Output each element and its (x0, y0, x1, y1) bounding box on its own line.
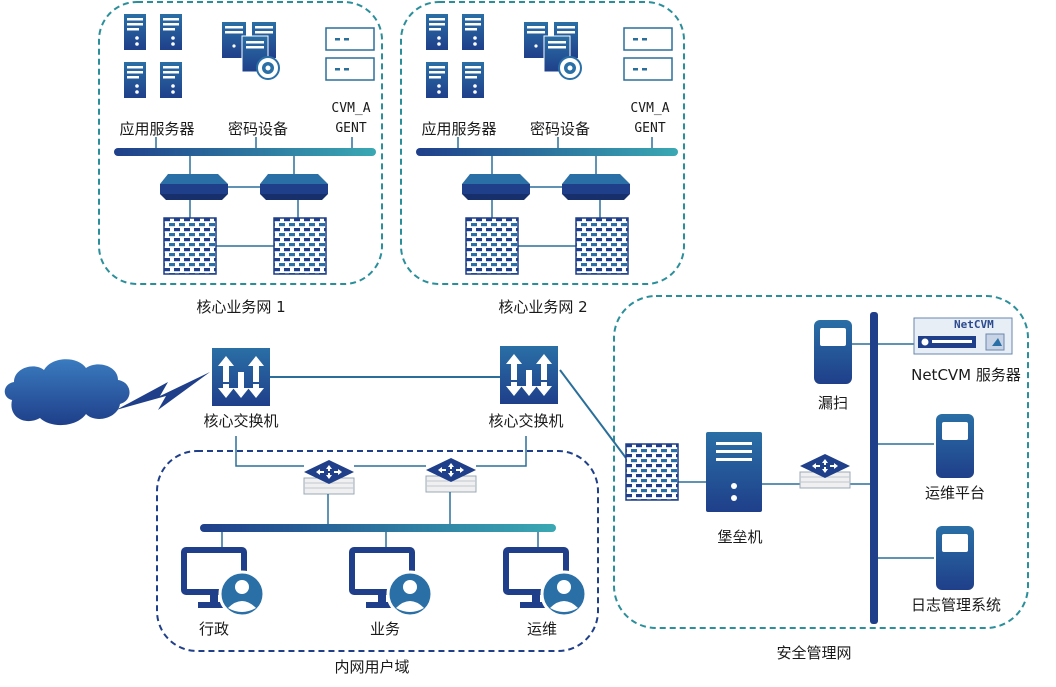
bastion-host-label: 堡垒机 (717, 528, 763, 546)
netcvm-server-label: NetCVM 服务器 (911, 366, 1021, 384)
core1-router-b[interactable] (260, 174, 328, 200)
core1-crypto-device[interactable] (221, 21, 280, 80)
core2-cvm-agent[interactable] (623, 27, 673, 81)
core1-bus (114, 148, 376, 156)
right-switch-to-firewall-link (559, 369, 627, 459)
left-switch-to-router-link (235, 436, 304, 467)
core2-crypto-label: 密码设备 (529, 120, 591, 138)
ops-user-label: 运维 (526, 620, 558, 638)
core1-cvm-agent[interactable] (325, 27, 375, 81)
zone-core2-label: 核心业务网 2 (498, 298, 588, 316)
admin-pc-icon[interactable] (184, 550, 264, 616)
core1-app-servers[interactable] (124, 14, 182, 98)
zone-core1-label: 核心业务网 1 (196, 298, 286, 316)
core2-crypto-device[interactable] (523, 21, 582, 80)
core1-firewall-a[interactable] (163, 217, 217, 275)
core2-app-servers[interactable] (426, 14, 484, 98)
intranet-bus (200, 524, 556, 532)
core1-router-a[interactable] (160, 174, 228, 200)
core1-agent-label-1: CVM_A (331, 101, 371, 116)
core1-app-servers-label: 应用服务器 (119, 120, 195, 138)
core-switch-left-label: 核心交换机 (203, 412, 279, 430)
vuln-scanner-label: 漏扫 (817, 394, 849, 412)
log-system-icon[interactable] (936, 526, 974, 590)
core2-firewall-b[interactable] (575, 217, 629, 275)
core-switch-left[interactable] (212, 348, 270, 406)
core2-agent-label-2: GENT (634, 121, 666, 136)
security-firewall[interactable] (625, 443, 679, 501)
business-user-label: 业务 (369, 620, 401, 638)
zone-security-label: 安全管理网 (776, 644, 852, 662)
lightning-link-icon (116, 372, 210, 410)
right-switch-to-router-link (476, 436, 527, 467)
zone-core1-border (98, 1, 383, 285)
core2-router-a[interactable] (462, 174, 530, 200)
core2-bus (416, 148, 678, 156)
intranet-router-left[interactable] (303, 459, 355, 495)
intranet-router-right[interactable] (425, 457, 477, 493)
ops-platform-icon[interactable] (936, 414, 974, 478)
zone-core2-border (400, 1, 685, 285)
security-router[interactable] (799, 453, 851, 489)
ops-pc-icon[interactable] (506, 550, 586, 616)
core2-app-servers-label: 应用服务器 (421, 120, 497, 138)
zone-intranet-border (156, 450, 599, 652)
core1-agent-label-2: GENT (335, 121, 367, 136)
vuln-scanner-icon[interactable] (814, 320, 852, 384)
core2-agent-label-1: CVM_A (630, 101, 670, 116)
internet-cloud-icon (4, 359, 130, 426)
bastion-host-icon[interactable] (706, 432, 762, 512)
zone-security-border (613, 295, 1029, 629)
core2-router-b[interactable] (562, 174, 630, 200)
zone-intranet-label: 内网用户域 (334, 658, 410, 676)
core1-crypto-label: 密码设备 (227, 120, 289, 138)
mgmt-vertical-bus (870, 312, 878, 624)
netcvm-server-icon[interactable] (913, 317, 1013, 355)
ops-platform-label: 运维平台 (924, 484, 986, 502)
core-switch-right[interactable] (500, 346, 558, 404)
core-switch-right-label: 核心交换机 (488, 412, 564, 430)
log-system-label: 日志管理系统 (910, 596, 1002, 614)
core2-firewall-a[interactable] (465, 217, 519, 275)
netcvm-badge: NetCVM (954, 318, 994, 331)
business-pc-icon[interactable] (352, 550, 432, 616)
admin-user-label: 行政 (198, 620, 230, 638)
core1-firewall-b[interactable] (273, 217, 327, 275)
